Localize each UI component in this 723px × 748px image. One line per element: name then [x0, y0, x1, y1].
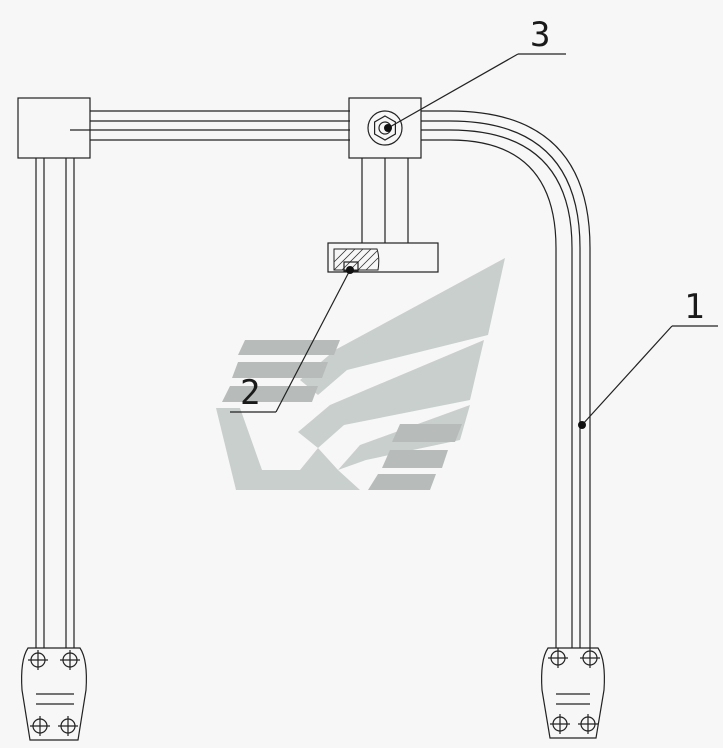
leader-dot [578, 421, 586, 429]
left-base-plate [21, 647, 87, 741]
top-horizontal-tube [70, 110, 350, 141]
left-vertical-tube [35, 158, 75, 648]
callout-2: 2 [230, 266, 354, 413]
left-corner-block [17, 97, 91, 159]
callout-3: 3 [384, 15, 566, 132]
leader-dot [346, 266, 354, 274]
watermark-logo [216, 258, 505, 490]
callout-label-1: 1 [684, 287, 704, 327]
right-bent-tube [421, 110, 591, 648]
callout-label-2: 2 [240, 373, 260, 413]
leader-dot [384, 124, 392, 132]
callout-1: 1 [578, 287, 718, 429]
callout-label-3: 3 [530, 15, 550, 55]
drop-tube [327, 158, 439, 273]
right-base-plate [541, 647, 605, 739]
